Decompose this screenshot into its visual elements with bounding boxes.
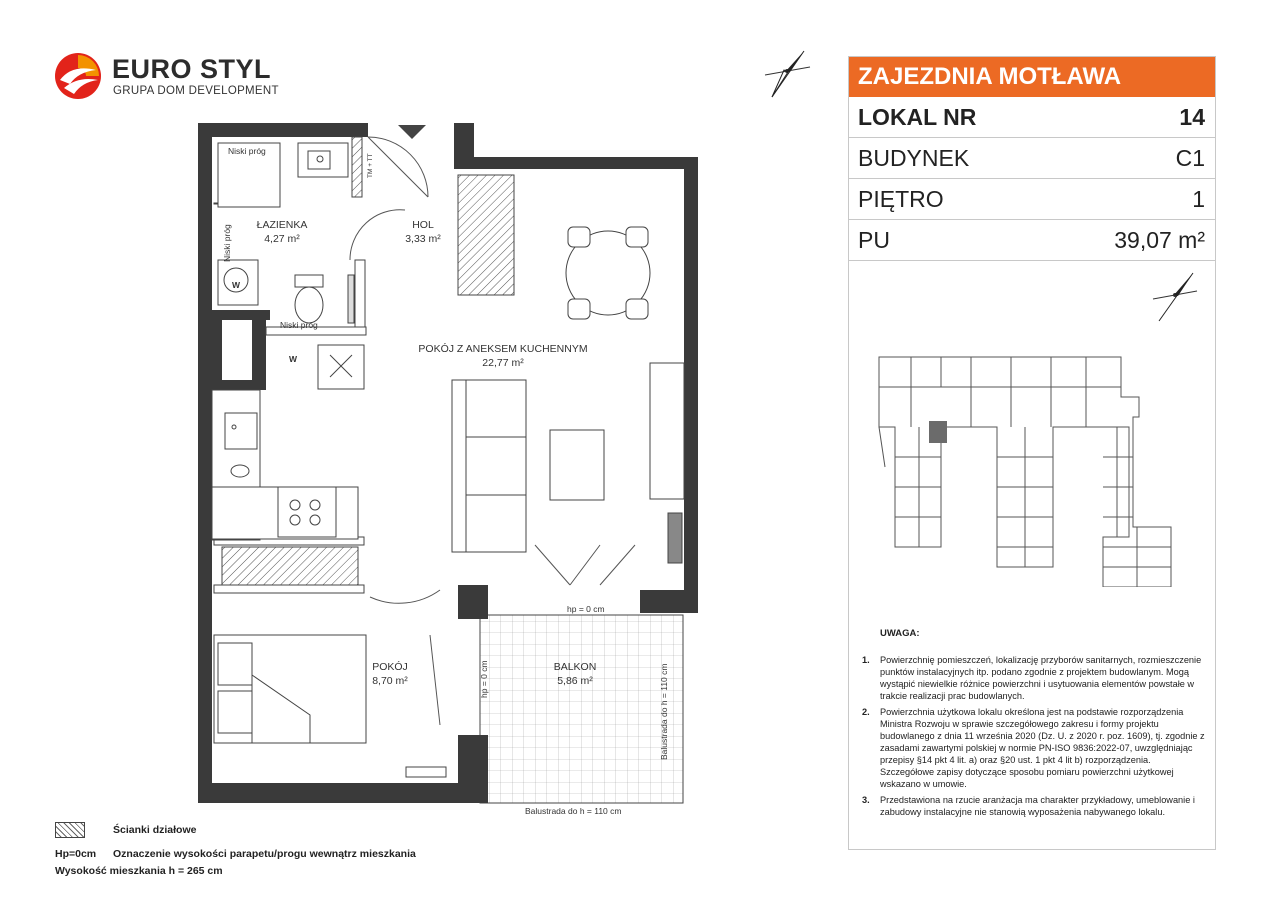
- bedroom-bed: [213, 634, 447, 778]
- row-pu-label: PU: [858, 227, 890, 253]
- living-name: POKÓJ Z ANEKSEM KUCHENNYM: [418, 343, 588, 355]
- balcony-area: 5,86 m²: [557, 675, 593, 687]
- tm-tt-label: TM + TT: [367, 153, 374, 178]
- hall-name: HOL: [412, 219, 434, 231]
- balcony-label: BALKON 5,86 m²: [554, 660, 597, 688]
- logo: EURO STYL GRUPA DOM DEVELOPMENT: [52, 50, 282, 106]
- north-arrow-icon-small: [1152, 272, 1198, 322]
- living-label: POKÓJ Z ANEKSEM KUCHENNYM 22,77 m²: [418, 342, 587, 370]
- w-label-1: W: [232, 280, 241, 290]
- bathroom-name: ŁAZIENKA: [256, 219, 308, 231]
- bedroom-name: POKÓJ: [372, 661, 408, 673]
- bathroom-area: 4,27 m²: [264, 233, 300, 245]
- note-1-text: Powierzchnię pomieszczeń, lokalizację pr…: [880, 655, 1202, 701]
- kitchen: [211, 344, 365, 541]
- outer-walls: [198, 123, 698, 803]
- balcony-name: BALKON: [553, 661, 597, 673]
- legend-hp-key: Hp=0cm: [55, 848, 97, 860]
- north-arrow-icon: [764, 50, 811, 98]
- logo-name: EURO STYL: [112, 54, 272, 84]
- doors: [349, 136, 636, 726]
- balustrade-side: Balustrada do h = 110 cm: [659, 663, 669, 760]
- bedroom-area: 8,70 m²: [372, 675, 408, 687]
- note-2: 2. Powierzchnia użytkowa lokalu określon…: [862, 706, 1207, 790]
- living-area: 22,77 m²: [482, 357, 524, 369]
- bathroom-label: ŁAZIENKA 4,27 m²: [257, 218, 308, 246]
- note-1-number: 1.: [862, 655, 870, 665]
- legend-height: Wysokość mieszkania h = 265 cm: [55, 865, 223, 877]
- row-budynek-value: C1: [1175, 145, 1205, 171]
- partition-hatch-swatch: [55, 822, 85, 838]
- floor-plan: [198, 123, 698, 804]
- bathroom-fixtures: [217, 142, 355, 324]
- hp0-top: hp = 0 cm: [567, 604, 605, 614]
- entrance-arrow-icon: [398, 125, 426, 139]
- highlighted-unit: [929, 421, 947, 443]
- project-title: ZAJEZDNIA MOTŁAWA: [849, 57, 1215, 97]
- row-pietro: PIĘTRO 1: [849, 179, 1215, 220]
- row-pietro-label: PIĘTRO: [858, 186, 944, 212]
- bedroom-label: POKÓJ 8,70 m²: [372, 660, 408, 688]
- note-3: 3. Przedstawiona na rzucie aranżacja ma …: [862, 794, 1207, 818]
- legend-hp-desc: Oznaczenie wysokości parapetu/progu wewn…: [113, 848, 416, 860]
- note-3-number: 3.: [862, 795, 870, 805]
- euro-styl-logo-mark: [55, 53, 101, 99]
- info-panel: ZAJEZDNIA MOTŁAWA LOKAL NR 14 BUDYNEK C1…: [848, 56, 1216, 850]
- note-3-text: Przedstawiona na rzucie aranżacja ma cha…: [880, 795, 1195, 817]
- note-2-number: 2.: [862, 707, 870, 717]
- row-lokal: LOKAL NR 14: [849, 97, 1215, 138]
- row-lokal-label: LOKAL NR: [858, 104, 977, 130]
- row-budynek: BUDYNEK C1: [849, 138, 1215, 179]
- low-threshold-vertical: Niski próg: [222, 224, 232, 262]
- note-1: 1. Powierzchnię pomieszczeń, lokalizację…: [862, 654, 1207, 702]
- row-pu: PU 39,07 m²: [849, 220, 1215, 261]
- legend-partition: Ścianki działowe: [113, 824, 197, 836]
- row-pietro-value: 1: [1192, 186, 1205, 212]
- low-threshold-bath: Niski próg: [228, 146, 266, 156]
- w-label-2: W: [289, 354, 298, 364]
- row-pu-value: 39,07 m²: [1114, 227, 1205, 253]
- building-key-plan: [878, 356, 1172, 587]
- partition-walls: [221, 136, 515, 586]
- balustrade-bottom: Balustrada do h = 110 cm: [525, 806, 622, 816]
- row-budynek-label: BUDYNEK: [858, 145, 970, 171]
- living-furniture: [451, 226, 685, 564]
- note-2-text: Powierzchnia użytkowa lokalu określona j…: [880, 707, 1205, 789]
- hall-label: HOL 3,33 m²: [405, 218, 441, 246]
- notes: UWAGA: 1. Powierzchnię pomieszczeń, loka…: [862, 628, 1207, 822]
- balcony-floor: [479, 614, 684, 804]
- notes-title: UWAGA:: [880, 628, 920, 639]
- low-threshold-kitchen: Niski próg: [280, 320, 318, 330]
- logo-subtitle: GRUPA DOM DEVELOPMENT: [113, 85, 279, 97]
- row-lokal-value: 14: [1179, 104, 1205, 130]
- hp0-side: hp = 0 cm: [479, 660, 489, 698]
- hall-area: 3,33 m²: [405, 233, 441, 245]
